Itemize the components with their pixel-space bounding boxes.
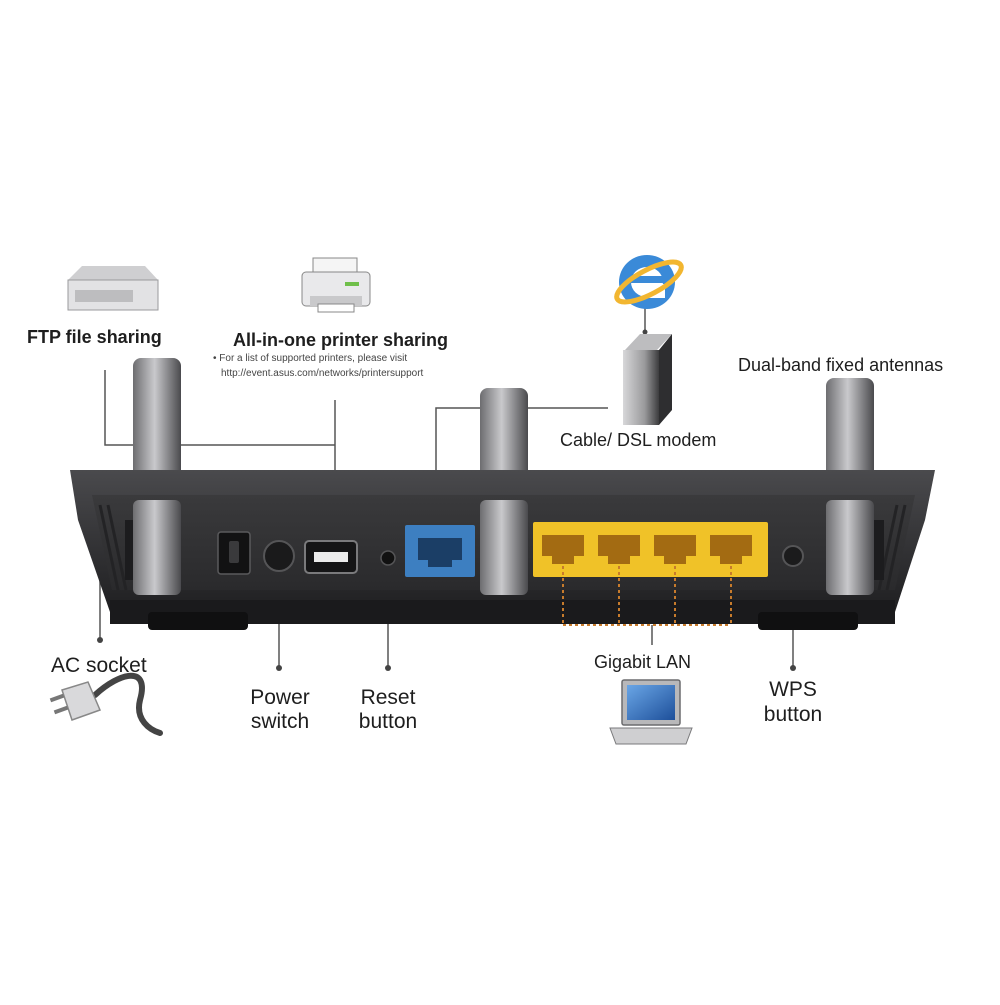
power-switch: [263, 540, 295, 572]
reset-button: [380, 550, 396, 566]
wps-button-label-line-2: button: [763, 703, 823, 726]
printer-note-line-1: • For a list of supported printers, plea…: [213, 353, 408, 364]
wps-button-label-line-1: WPS: [769, 678, 817, 701]
modem-callout-line: [435, 407, 608, 496]
printer-sharing-label: All-in-one printer sharing: [233, 330, 449, 350]
modem-icon: [623, 334, 672, 425]
reset-button-label-line-2: button: [358, 710, 418, 733]
lan-ports: [533, 522, 768, 577]
ftp-callout-line: [104, 370, 335, 446]
printer-icon: [301, 257, 371, 313]
laptop-icon: [609, 679, 693, 745]
printer-note-line-2: http://event.asus.com/networks/printersu…: [221, 368, 424, 379]
antennas-label: Dual-band fixed antennas: [738, 355, 944, 375]
ac-socket-label: AC socket: [51, 654, 147, 677]
power-plug-icon: [49, 672, 163, 736]
reset-button-label-line-1: Reset: [360, 686, 416, 709]
power-switch-label-line-2: switch: [250, 710, 310, 733]
modem-label: Cable/ DSL modem: [560, 430, 717, 450]
wps-button: [782, 545, 804, 567]
wan-port: [405, 525, 475, 577]
lan-leader-lines: [562, 566, 732, 626]
usb-port: [304, 540, 358, 574]
internet-explorer-icon: [614, 255, 684, 309]
antenna-bases: [133, 500, 874, 595]
callout-dots: [97, 329, 796, 671]
ac-socket-port: [217, 531, 251, 575]
gigabit-lan-label: Gigabit LAN: [594, 652, 692, 672]
hard-drive-icon: [67, 266, 159, 311]
power-switch-label-line-1: Power: [250, 686, 310, 709]
ftp-label: FTP file sharing: [27, 327, 162, 347]
